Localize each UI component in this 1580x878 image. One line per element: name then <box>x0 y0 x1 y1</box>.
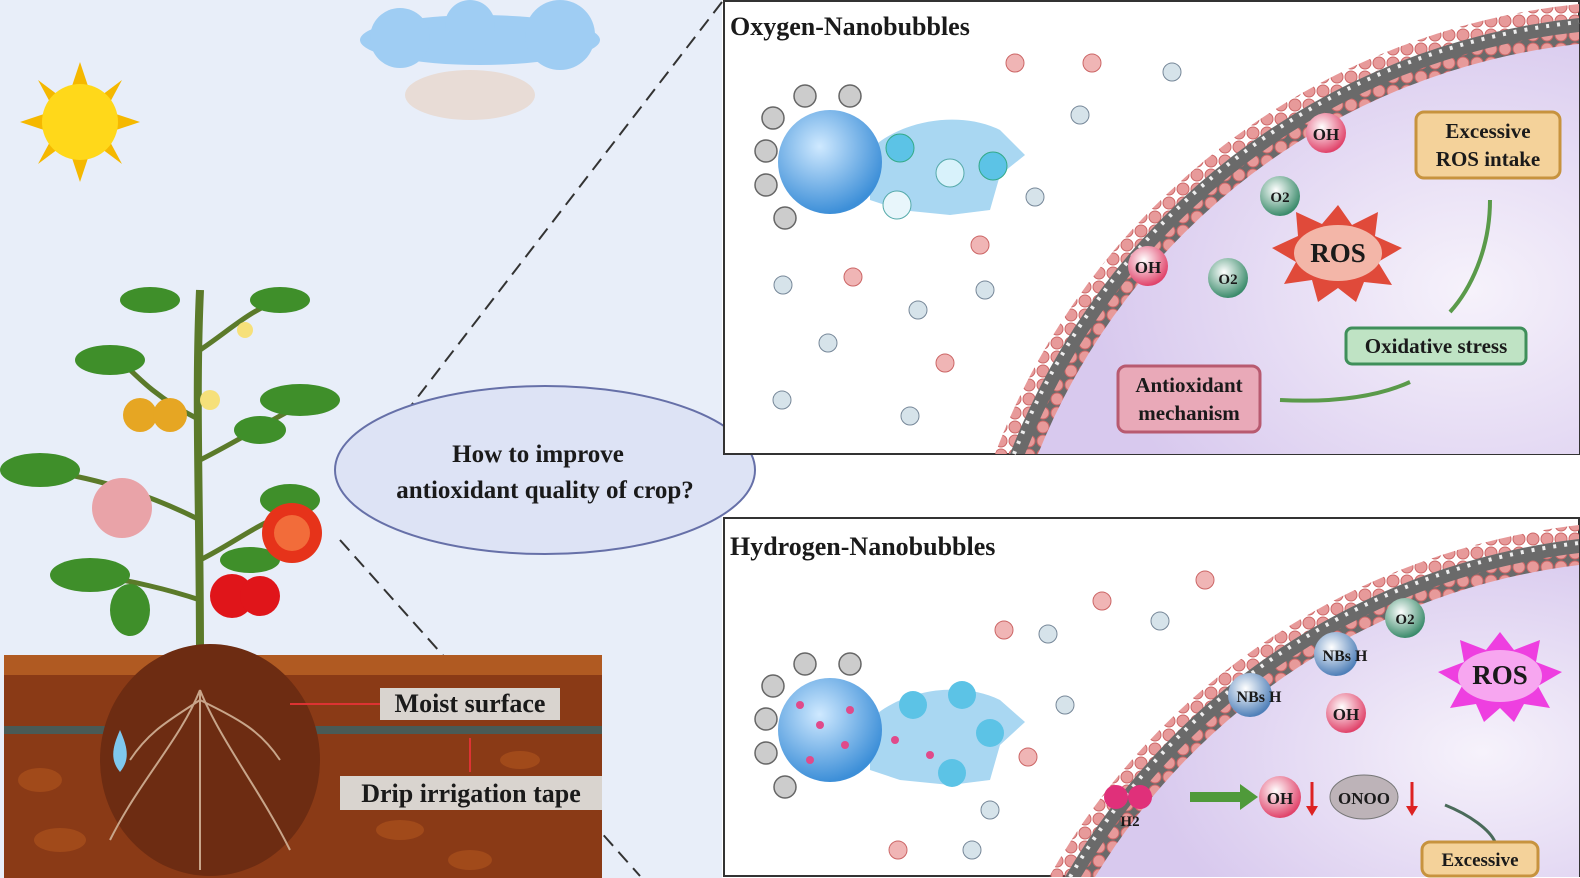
svg-text:ROS: ROS <box>1472 660 1528 690</box>
moist-surface-label: Moist surface <box>290 688 560 720</box>
oxygen-nanobubbles-panel: Oxygen-Nanobubbles OH OH O2 O2 ROS Exces… <box>723 0 1580 455</box>
excessive-ros-box: Excessive ROS intake <box>1414 110 1562 180</box>
antioxidant-mechanism-box: Antioxidant mechanism <box>1116 364 1262 434</box>
svg-text:OH: OH <box>1313 125 1339 144</box>
ros-text: ROS <box>1310 238 1366 268</box>
soil-cross-section <box>4 644 602 878</box>
ros-molecules: OH OH O2 O2 <box>772 53 1346 426</box>
tomato-plant <box>0 287 340 661</box>
water-drop-icon <box>113 730 127 772</box>
h2-molecule: H2 <box>1104 785 1152 830</box>
oxidative-stress-box: Oxidative stress <box>1344 326 1528 366</box>
svg-text:Excessive: Excessive <box>1445 119 1530 143</box>
hydrogen-molecules: O2 NBs H NBs H OH <box>888 570 1425 860</box>
svg-text:OH: OH <box>1135 258 1161 277</box>
svg-text:OH: OH <box>1267 789 1293 808</box>
arrow-icon <box>1444 803 1497 843</box>
svg-text:Excessive: Excessive <box>1441 850 1518 871</box>
svg-text:ROS intake: ROS intake <box>1436 147 1540 171</box>
oh-decrease: OH <box>1259 776 1318 818</box>
ros-burst: ROS <box>1272 205 1402 302</box>
drip-irrigation-text: Drip irrigation tape <box>361 779 581 808</box>
oxygen-panel-title: Oxygen-Nanobubbles <box>730 12 970 41</box>
hydrogen-nanobubble <box>754 652 1025 799</box>
svg-text:O2: O2 <box>1395 612 1414 628</box>
arrow-icon <box>1279 380 1411 403</box>
hydrogen-nanobubbles-panel: Hydrogen-Nanobubbles O2 NBs H NBs H OH R… <box>723 517 1580 878</box>
moist-surface-text: Moist surface <box>395 689 546 718</box>
svg-text:mechanism: mechanism <box>1138 401 1240 425</box>
sun-icon <box>20 62 140 182</box>
svg-text:O2: O2 <box>1218 272 1237 288</box>
svg-text:OH: OH <box>1333 705 1359 724</box>
onoo-decrease: ONOO <box>1329 774 1418 820</box>
svg-text:H2: H2 <box>1120 814 1139 830</box>
ros-burst-pink: ROS <box>1438 632 1562 722</box>
hydrogen-panel-title: Hydrogen-Nanobubbles <box>730 532 995 561</box>
question-line-2: antioxidant quality of crop? <box>396 477 694 504</box>
svg-text:O2: O2 <box>1270 190 1289 206</box>
svg-text:NBs H: NBs H <box>1237 689 1282 706</box>
svg-text:Antioxidant: Antioxidant <box>1135 373 1242 397</box>
drip-irrigation-label: Drip irrigation tape <box>340 738 602 810</box>
svg-text:ONOO: ONOO <box>1338 789 1390 808</box>
oxygen-nanobubble <box>754 84 1025 230</box>
question-bubble: How to improve antioxidant quality of cr… <box>334 385 756 555</box>
cloud-icon <box>360 0 600 120</box>
arrow-icon <box>1448 199 1492 314</box>
excessive-box-bottom: Excessive <box>1420 840 1540 878</box>
question-line-1: How to improve <box>452 441 624 468</box>
svg-text:Oxidative stress: Oxidative stress <box>1365 334 1508 358</box>
svg-text:NBs H: NBs H <box>1323 648 1368 665</box>
